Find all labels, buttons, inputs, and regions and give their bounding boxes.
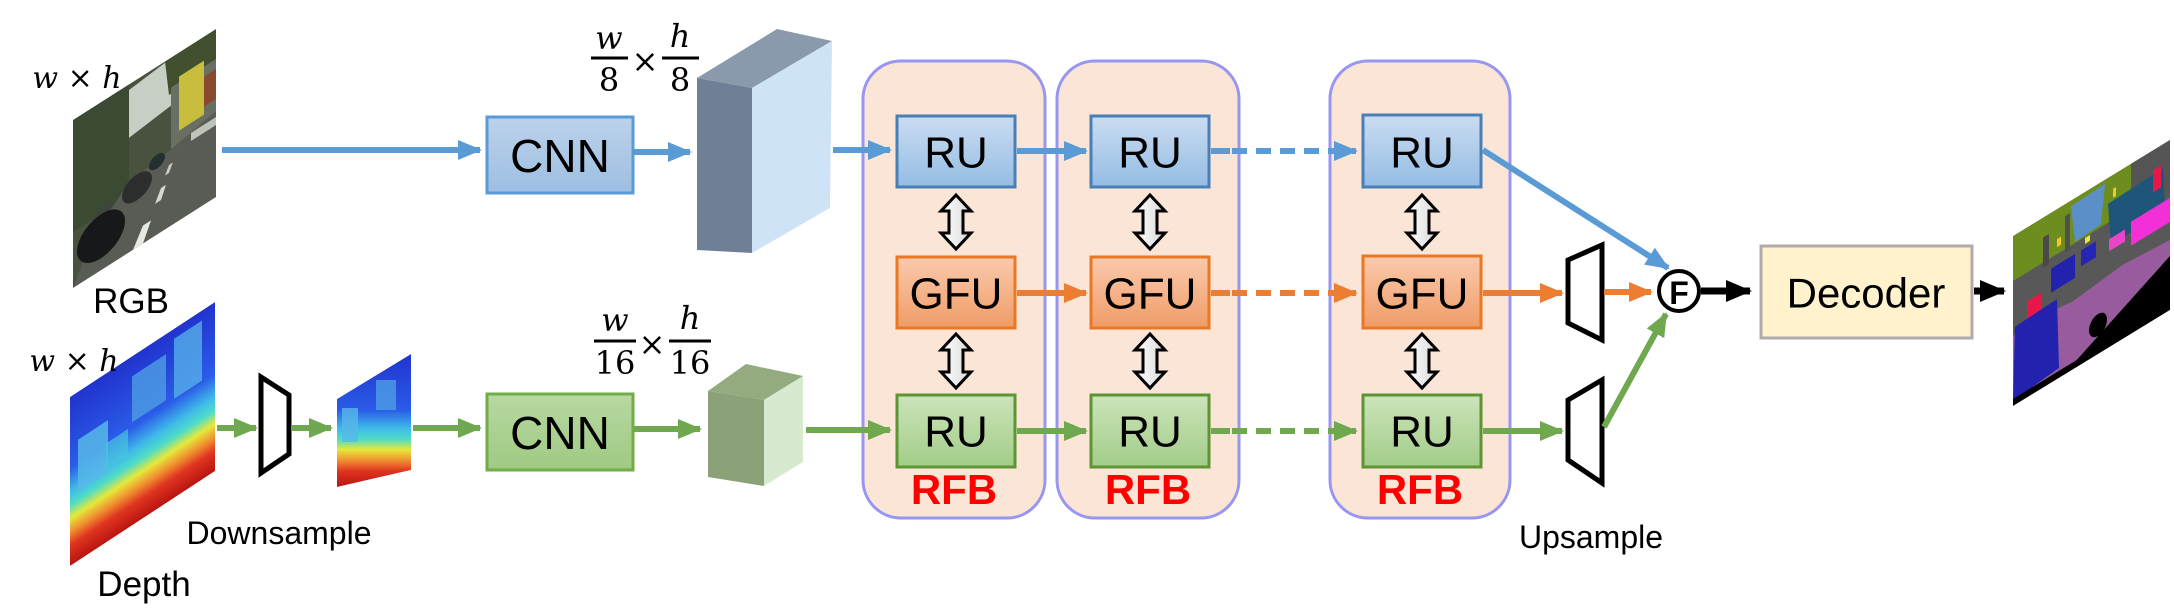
svg-text:8: 8: [670, 61, 690, 99]
svg-text:8: 8: [599, 61, 619, 99]
ru-rgb-label: RU: [1390, 129, 1454, 178]
rgb-feature-volume: [697, 29, 832, 253]
gfu-label: GFU: [1376, 270, 1469, 319]
ru-depth-label: RU: [1118, 408, 1182, 457]
ru-rgb-label: RU: [1118, 129, 1182, 178]
gfu-label: GFU: [1104, 270, 1197, 319]
svg-text:×: ×: [639, 325, 666, 363]
depth-input-image: [70, 302, 215, 566]
svg-text:w: w: [595, 19, 622, 57]
depth-caption: Depth: [97, 565, 190, 604]
upsample-caption: Upsample: [1519, 519, 1663, 555]
rfb-caption: RFB: [911, 466, 997, 513]
depth-scale-label: w 16 × h 16: [594, 299, 711, 382]
svg-text:w: w: [601, 301, 628, 339]
ru-rgb-label: RU: [924, 129, 988, 178]
rgb-scale-label: w 8 × h 8: [591, 17, 699, 99]
upsample-trapezoid-depth: [1565, 375, 1605, 488]
rgb-input-image: [73, 29, 216, 288]
svg-text:×: ×: [632, 42, 659, 80]
ru-depth-label: RU: [924, 408, 988, 457]
depth-cnn-label: CNN: [510, 407, 610, 459]
downsample-trapezoid: [258, 372, 292, 478]
svg-text:h: h: [670, 17, 691, 55]
svg-text:16: 16: [670, 344, 711, 382]
rfb-block-2: RU GFU RU RFB: [1055, 59, 1241, 520]
fusion-node: F: [1657, 269, 1701, 313]
svg-text:16: 16: [595, 344, 636, 382]
rgb-size-label: w × h: [32, 61, 121, 96]
depth-downsampled-image: [337, 354, 411, 487]
decoder-block: Decoder: [1759, 244, 1974, 340]
svg-text:h: h: [680, 299, 701, 337]
rfb-block-3: RU GFU RU RFB: [1328, 59, 1512, 520]
segmentation-output-image: [2013, 139, 2170, 406]
downsample-caption: Downsample: [187, 515, 372, 551]
rfb-block-1: RU GFU RU RFB: [861, 59, 1047, 520]
depth-size-label: w × h: [29, 344, 118, 379]
depth-cnn-block: CNN: [485, 392, 635, 472]
gfu-label: GFU: [910, 270, 1003, 319]
flow-arrows: [217, 140, 2006, 441]
rgb-caption: RGB: [93, 282, 169, 321]
rfb-caption: RFB: [1105, 466, 1191, 513]
upsample-trapezoid-rgbd: [1565, 241, 1605, 345]
decoder-label: Decoder: [1787, 270, 1946, 317]
ru-depth-label: RU: [1390, 408, 1454, 457]
fusion-node-label: F: [1669, 275, 1689, 311]
rfb-caption: RFB: [1377, 466, 1463, 513]
rgb-cnn-label: CNN: [510, 130, 610, 182]
depth-feature-volume: [708, 364, 803, 486]
rgb-cnn-block: CNN: [485, 115, 635, 195]
